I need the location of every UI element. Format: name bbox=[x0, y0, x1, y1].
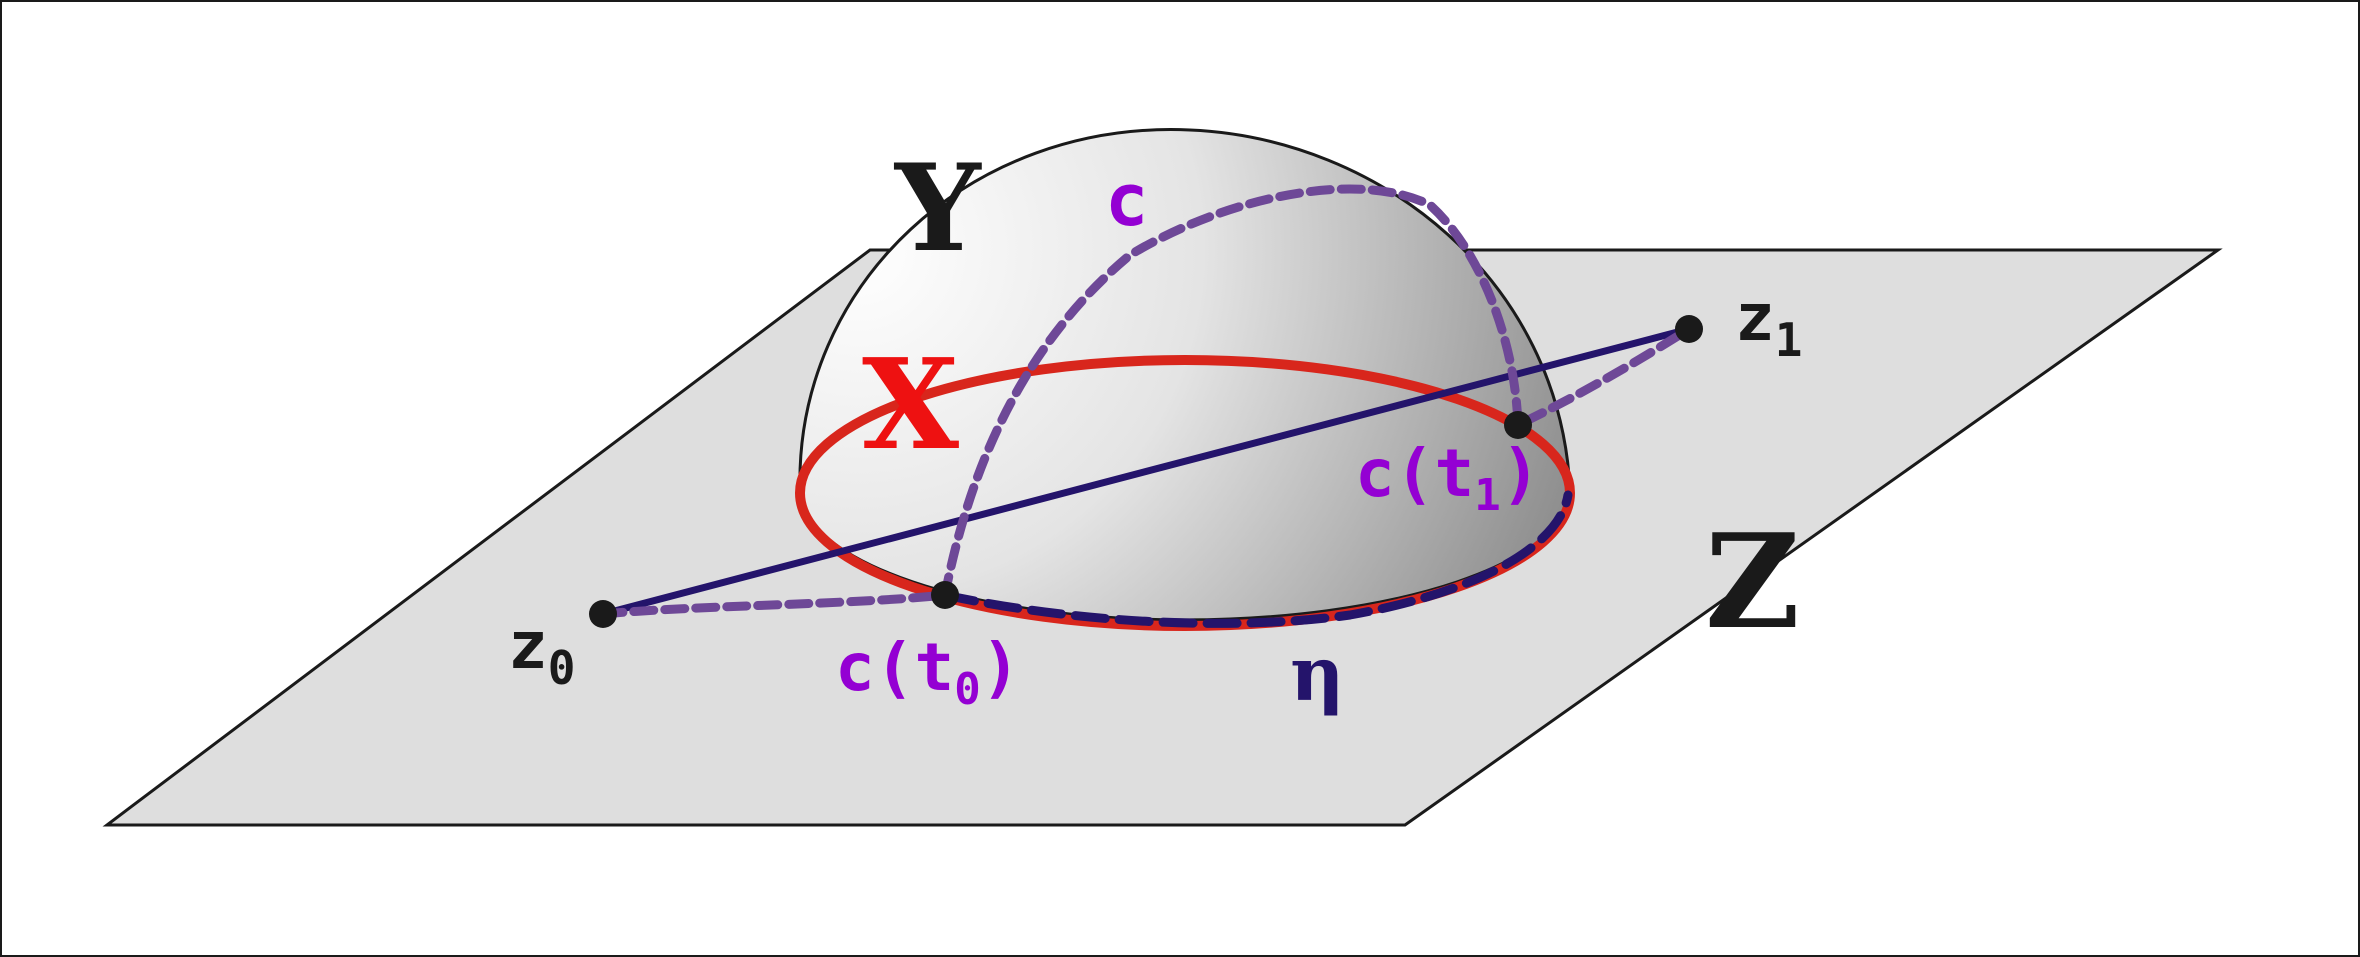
point-z0 bbox=[589, 600, 617, 628]
label-c: c bbox=[1105, 158, 1148, 242]
label-z: Z bbox=[1705, 505, 1800, 658]
label-x: X bbox=[862, 332, 959, 478]
point-z1 bbox=[1675, 315, 1703, 343]
label-z0-base: z bbox=[508, 607, 548, 684]
label-eta: η bbox=[1290, 630, 1345, 718]
label-c-t1: c(t1) bbox=[1355, 435, 1540, 521]
label-z1-base: z bbox=[1735, 279, 1775, 356]
label-z1: z1 bbox=[1735, 279, 1802, 367]
label-z0-sub: 0 bbox=[548, 641, 576, 695]
point-c-t0 bbox=[931, 581, 959, 609]
label-z1-sub: 1 bbox=[1775, 313, 1803, 367]
segment-z0-z1 bbox=[599, 325, 1693, 618]
label-c-t0-sub: 0 bbox=[954, 664, 981, 715]
label-c-t1-pre: c(t bbox=[1355, 435, 1474, 512]
label-z0: z0 bbox=[508, 607, 575, 695]
label-y: Y bbox=[893, 138, 982, 279]
path-eta bbox=[940, 490, 1573, 628]
label-c-t0: c(t0) bbox=[835, 629, 1020, 715]
label-c-t0-post: ) bbox=[981, 629, 1021, 706]
label-c-t0-pre: c(t bbox=[835, 629, 954, 706]
point-c-t1 bbox=[1504, 411, 1532, 439]
label-c-t1-post: ) bbox=[1501, 435, 1541, 512]
label-c-t1-sub: 1 bbox=[1474, 470, 1501, 521]
